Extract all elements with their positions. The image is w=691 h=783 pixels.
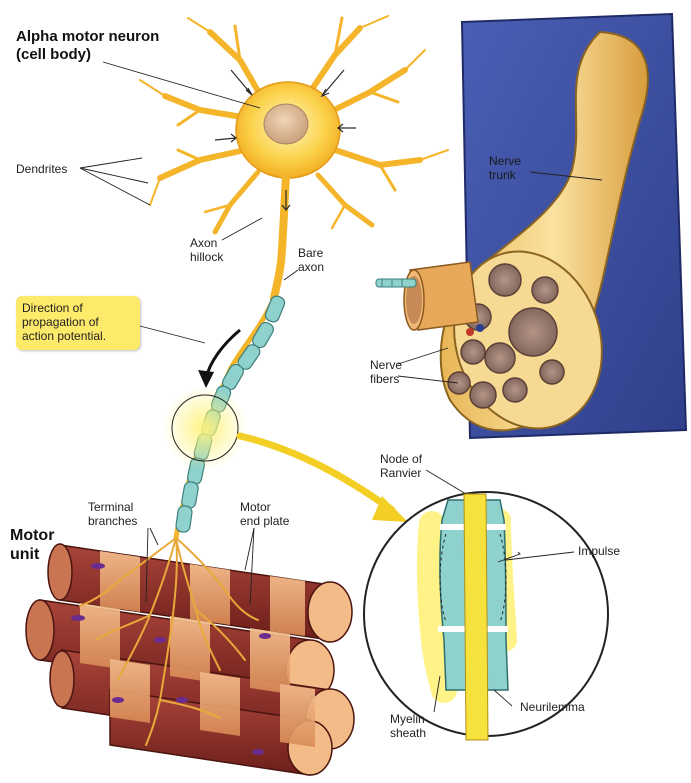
label-neurilemma: Neurilemma [520, 700, 585, 714]
label-impulse-text: Impulse [578, 544, 620, 558]
label-bare-axon: Bare axon [298, 246, 324, 274]
label-cell-body: (cell body) [16, 46, 159, 64]
cell-body [236, 82, 340, 178]
label-nerve-trunk-line1: Nerve [489, 154, 521, 168]
direction-line1: Direction of [22, 301, 134, 315]
direction-line2: propagation of [22, 315, 134, 329]
label-myelin-sheath: Myelin sheath [390, 712, 426, 740]
direction-line3: action potential. [22, 329, 134, 343]
label-nerve-fibers: Nerve fibers [370, 358, 402, 386]
label-axon-hillock-line1: Axon [190, 236, 223, 250]
nerve-fiber-cylinder [376, 262, 478, 330]
label-node-of-ranvier: Node of Ranvier [380, 452, 422, 480]
label-motor-end-plate: Motor end plate [240, 500, 289, 528]
label-alpha-motor-neuron: Alpha motor neuron (cell body) [16, 28, 159, 64]
label-axon-hillock-line2: hillock [190, 250, 223, 264]
direction-callout: Direction of propagation of action poten… [16, 296, 140, 350]
label-motor-end-plate-line2: end plate [240, 514, 289, 528]
label-impulse: Impulse [578, 544, 620, 558]
label-myelin-sheath-line1: Myelin [390, 712, 426, 726]
label-terminal-branches: Terminal branches [88, 500, 137, 528]
label-terminal-branches-line2: branches [88, 514, 137, 528]
label-neurilemma-text: Neurilemma [520, 700, 585, 714]
label-node-of-ranvier-line1: Node of [380, 452, 422, 466]
label-myelin-sheath-line2: sheath [390, 726, 426, 740]
label-node-of-ranvier-line2: Ranvier [380, 466, 422, 480]
label-bare-axon-line2: axon [298, 260, 324, 274]
label-nerve-fibers-line2: fibers [370, 372, 402, 386]
label-nerve-trunk: Nerve trunk [489, 154, 521, 182]
label-axon-hillock: Axon hillock [190, 236, 223, 264]
label-bare-axon-line1: Bare [298, 246, 324, 260]
label-terminal-branches-line1: Terminal [88, 500, 137, 514]
impulse-glow [163, 386, 247, 470]
label-dendrites-text: Dendrites [16, 162, 67, 176]
label-nerve-trunk-line2: trunk [489, 168, 521, 182]
label-motor-unit-line1: Motor [10, 526, 54, 545]
label-nerve-fibers-line1: Nerve [370, 358, 402, 372]
label-alpha-motor-neuron-line1: Alpha motor neuron [16, 28, 159, 46]
label-motor-unit-line2: unit [10, 545, 54, 564]
label-motor-end-plate-line1: Motor [240, 500, 289, 514]
label-dendrites: Dendrites [16, 162, 67, 176]
label-motor-unit: Motor unit [10, 526, 54, 564]
